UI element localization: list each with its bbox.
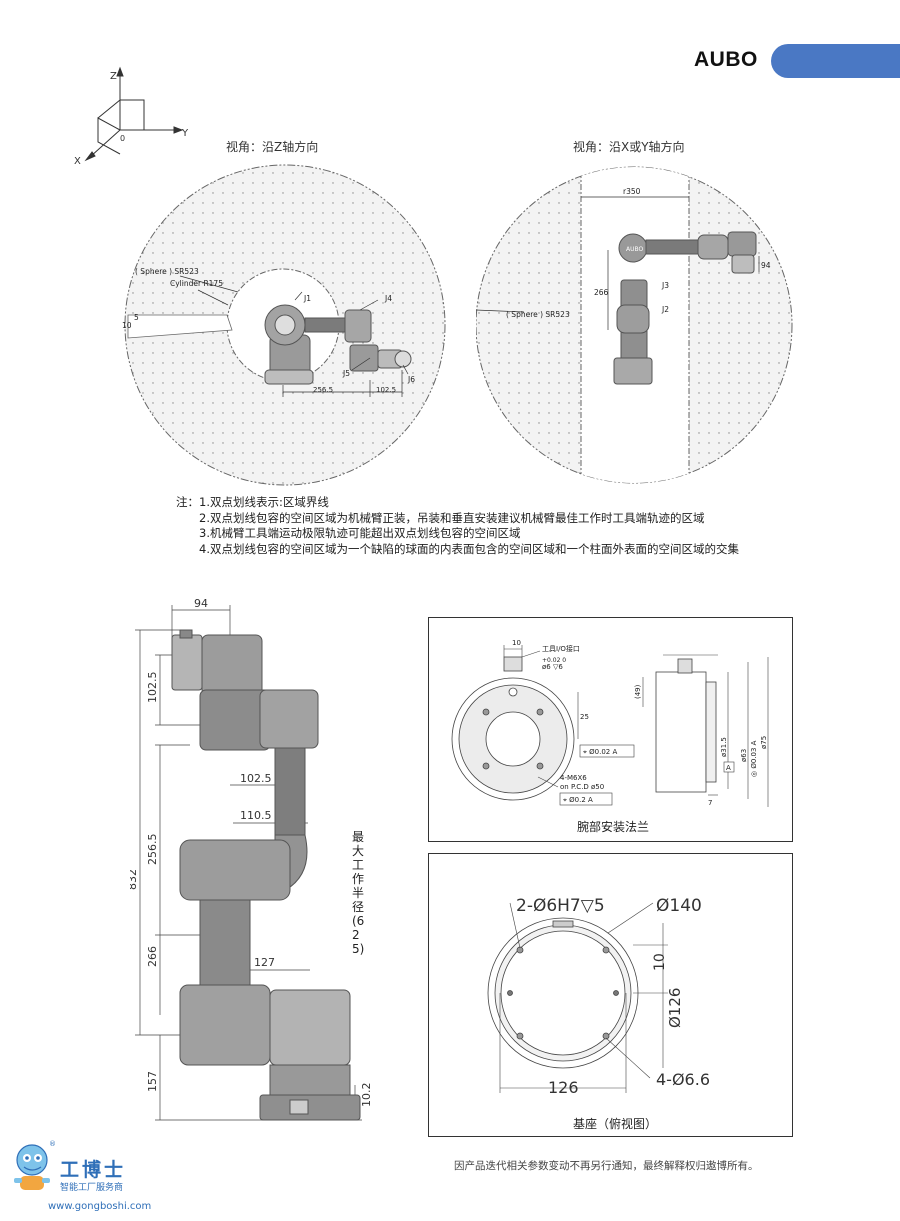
workspace-gap-wedge [127, 314, 233, 339]
right-sphere-label: ( Sphere ) SR523 [506, 310, 570, 319]
base-holes-label: 2-Ø6H7▽5 [516, 896, 605, 916]
right-label-j2: J2 [661, 305, 669, 314]
flange-tol-box-2 [559, 792, 613, 806]
footer-disclaimer: 因产品迭代相关参数变动不再另行通知，最终解释权归遨博所有。 [454, 1160, 759, 1172]
left-dim-102: 102.5 [376, 386, 396, 394]
axis-origin-label: 0 [120, 134, 125, 143]
axis-x-label: X [74, 156, 81, 167]
flange-pcd-label: on P.C.D ø50 [560, 783, 604, 791]
left-dim-10: 10 [122, 321, 132, 330]
header-accent-bar [771, 44, 900, 78]
flange-tol-box-1 [579, 744, 635, 758]
robot-side-elevation: 94 102.5 102.5 110.5 256.5 832 266 127 1… [130, 597, 373, 1121]
work-radius-label: 最大工作半径(625) [352, 830, 365, 956]
flange-dim-49: (49) [634, 684, 642, 699]
side-dim-832: 832 [130, 869, 139, 890]
base-caption: 基座（俯视图） [573, 1117, 658, 1131]
left-label-j6: J6 [407, 375, 415, 384]
base-dia-140: Ø140 [656, 896, 702, 916]
side-dim-157: 157 [146, 1071, 159, 1092]
flange-tol-02: ⌖ Ø0.2 A [563, 796, 593, 804]
axis-z-label: Z [110, 71, 117, 82]
workspace-view-z: ( Sphere ) SR523 Cylinder R175 5 10 J1 J… [122, 164, 446, 486]
logo-brand-name: 工博士 [60, 1159, 127, 1181]
flange-side-view [655, 658, 717, 793]
wrist-flange-panel: 10 工具I/O接口 +0.02 0 ø6 ▽6 25 ⌖ Ø0.02 A 4-… [428, 617, 793, 842]
left-label-j5: J5 [342, 369, 350, 378]
side-dim-1025-vertical: 102.5 [146, 672, 159, 704]
base-top-view-panel: 2-Ø6H7▽5 Ø140 10 Ø126 126 4-Ø6.6 [428, 853, 793, 1137]
left-label-j4: J4 [384, 294, 392, 303]
flange-datum: A [726, 764, 731, 772]
side-dim-1025: 102.5 [240, 772, 272, 785]
left-view-title: 视角：沿Z轴方向 [226, 140, 319, 154]
side-dim-2565: 256.5 [146, 834, 159, 866]
base-dim-10: 10 [652, 953, 668, 971]
side-dim-94: 94 [194, 597, 208, 610]
logo-subtitle: 智能工厂服务商 [60, 1183, 124, 1193]
axis-y-label: Y [181, 128, 189, 139]
robot-side-view [613, 231, 757, 385]
flange-front-view [451, 656, 575, 801]
right-view-title: 视角：沿X或Y轴方向 [573, 140, 685, 154]
right-dim-94: 94 [761, 261, 771, 270]
brand-logo-text: AUBO [694, 48, 758, 71]
coordinate-axes-diagram: Z Y X 0 [74, 66, 189, 167]
left-label-j1: J1 [303, 294, 311, 303]
left-dim-256: 256.5 [313, 386, 333, 394]
flange-dim-10: 10 [512, 639, 521, 647]
flange-datum-box [723, 761, 735, 773]
notes-prefix: 注： [176, 495, 199, 509]
right-label-j3: J3 [661, 281, 669, 290]
note-item-1: 1.双点划线表示:区域界线 [199, 495, 329, 509]
base-holes-66: 4-Ø6.6 [656, 1070, 710, 1089]
left-sphere-label: ( Sphere ) SR523 [135, 267, 199, 276]
left-dim-5: 5 [134, 313, 139, 322]
flange-m6-label: 4-M6X6 [560, 774, 587, 782]
right-aubo-badge: AUBO [626, 246, 644, 253]
flange-dim-315: ø31.5 [720, 737, 728, 757]
logo-registered-mark: ® [49, 1140, 56, 1148]
workspace-view-xy: r350 AUBO 94 266 J3 J2 ( Sphere ) SR523 [476, 166, 793, 484]
base-dim-126: 126 [548, 1078, 579, 1097]
flange-hole-depth: ø6 ▽6 [542, 663, 563, 671]
flange-dim-75: ø75 [760, 736, 768, 749]
base-dia-126: Ø126 [666, 988, 684, 1028]
side-dim-1105: 110.5 [240, 809, 272, 822]
flange-hole-tol: +0.02 0 [542, 657, 566, 664]
robot-mascot-logo-icon [14, 1144, 50, 1190]
side-dim-127: 127 [254, 956, 275, 969]
note-item-4: 4.双点划线包容的空间区域为一个缺陷的球面的内表面包含的空间区域和一个柱面外表面… [199, 541, 739, 556]
logo-url[interactable]: www.gongboshi.com [48, 1201, 152, 1212]
robot-top-view [264, 304, 412, 385]
side-dim-266: 266 [146, 946, 159, 967]
note-item-2: 2.双点划线包容的空间区域为机械臂正装，吊装和垂直安装建议机械臂最佳工作时工具端… [199, 510, 705, 525]
flange-caption: 腕部安装法兰 [577, 820, 650, 834]
right-dim-266: 266 [594, 288, 609, 297]
flange-tol-003: ◎ Ø0.03 A [750, 740, 758, 777]
notes-block: 注：1.双点划线表示:区域界线 2.双点划线包容的空间区域为机械臂正装，吊装和垂… [176, 495, 739, 557]
left-cylinder-label: Cylinder R175 [170, 279, 223, 288]
right-dim-r350: r350 [623, 187, 641, 196]
side-robot-body [171, 629, 361, 1121]
flange-tol-002: ⌖ Ø0.02 A [583, 748, 617, 756]
base-drawing [487, 917, 639, 1069]
side-dim-102: 10.2 [360, 1083, 373, 1108]
flange-dim-63: ø63 [740, 749, 748, 762]
flange-io-label: 工具I/O接口 [542, 644, 580, 653]
flange-dim-7: 7 [708, 799, 712, 807]
flange-dim-25: 25 [580, 713, 589, 721]
note-item-3: 3.机械臂工具端运动极限轨迹可能超出双点划线包容的空间区域 [199, 526, 521, 540]
